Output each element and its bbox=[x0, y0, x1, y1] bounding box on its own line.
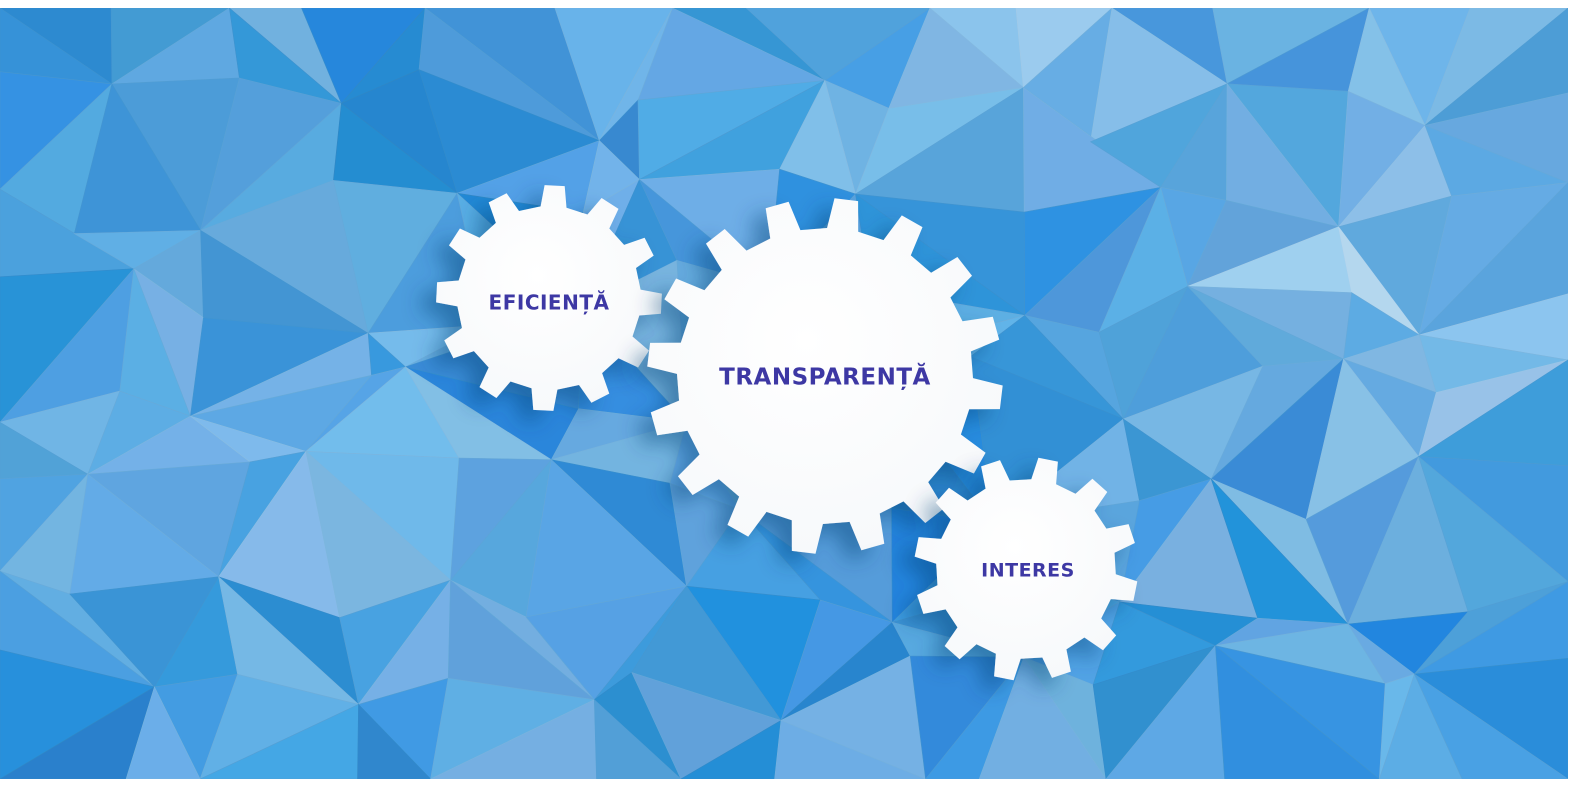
poly-facet-215 bbox=[978, 656, 1107, 779]
gear-transparenta-label: TRANSPARENȚĂ bbox=[719, 363, 931, 391]
banner-canvas: EFICIENȚĂ TRANSPARENȚĂ INTERES bbox=[0, 8, 1568, 779]
gear-interes-label: INTERES bbox=[981, 560, 1075, 582]
gear-interes: INTERES bbox=[914, 457, 1138, 681]
poly-facet-219 bbox=[1215, 645, 1380, 779]
gear-transparenta-shape bbox=[647, 198, 1003, 554]
gear-eficienta-label: EFICIENȚĂ bbox=[489, 291, 610, 315]
gear-interes-shape bbox=[914, 457, 1138, 681]
gear-eficienta: EFICIENȚĂ bbox=[436, 185, 662, 411]
poly-facet-223 bbox=[1413, 673, 1568, 779]
poly-facet-203 bbox=[357, 703, 432, 779]
poly-facet-199 bbox=[125, 686, 201, 779]
gear-eficienta-shape bbox=[436, 185, 662, 411]
gears-illustration: EFICIENȚĂ TRANSPARENȚĂ INTERES bbox=[0, 8, 1568, 779]
poly-facet-207 bbox=[593, 699, 682, 779]
poly-facet-211 bbox=[774, 719, 926, 779]
gear-transparenta: TRANSPARENȚĂ bbox=[647, 198, 1003, 554]
